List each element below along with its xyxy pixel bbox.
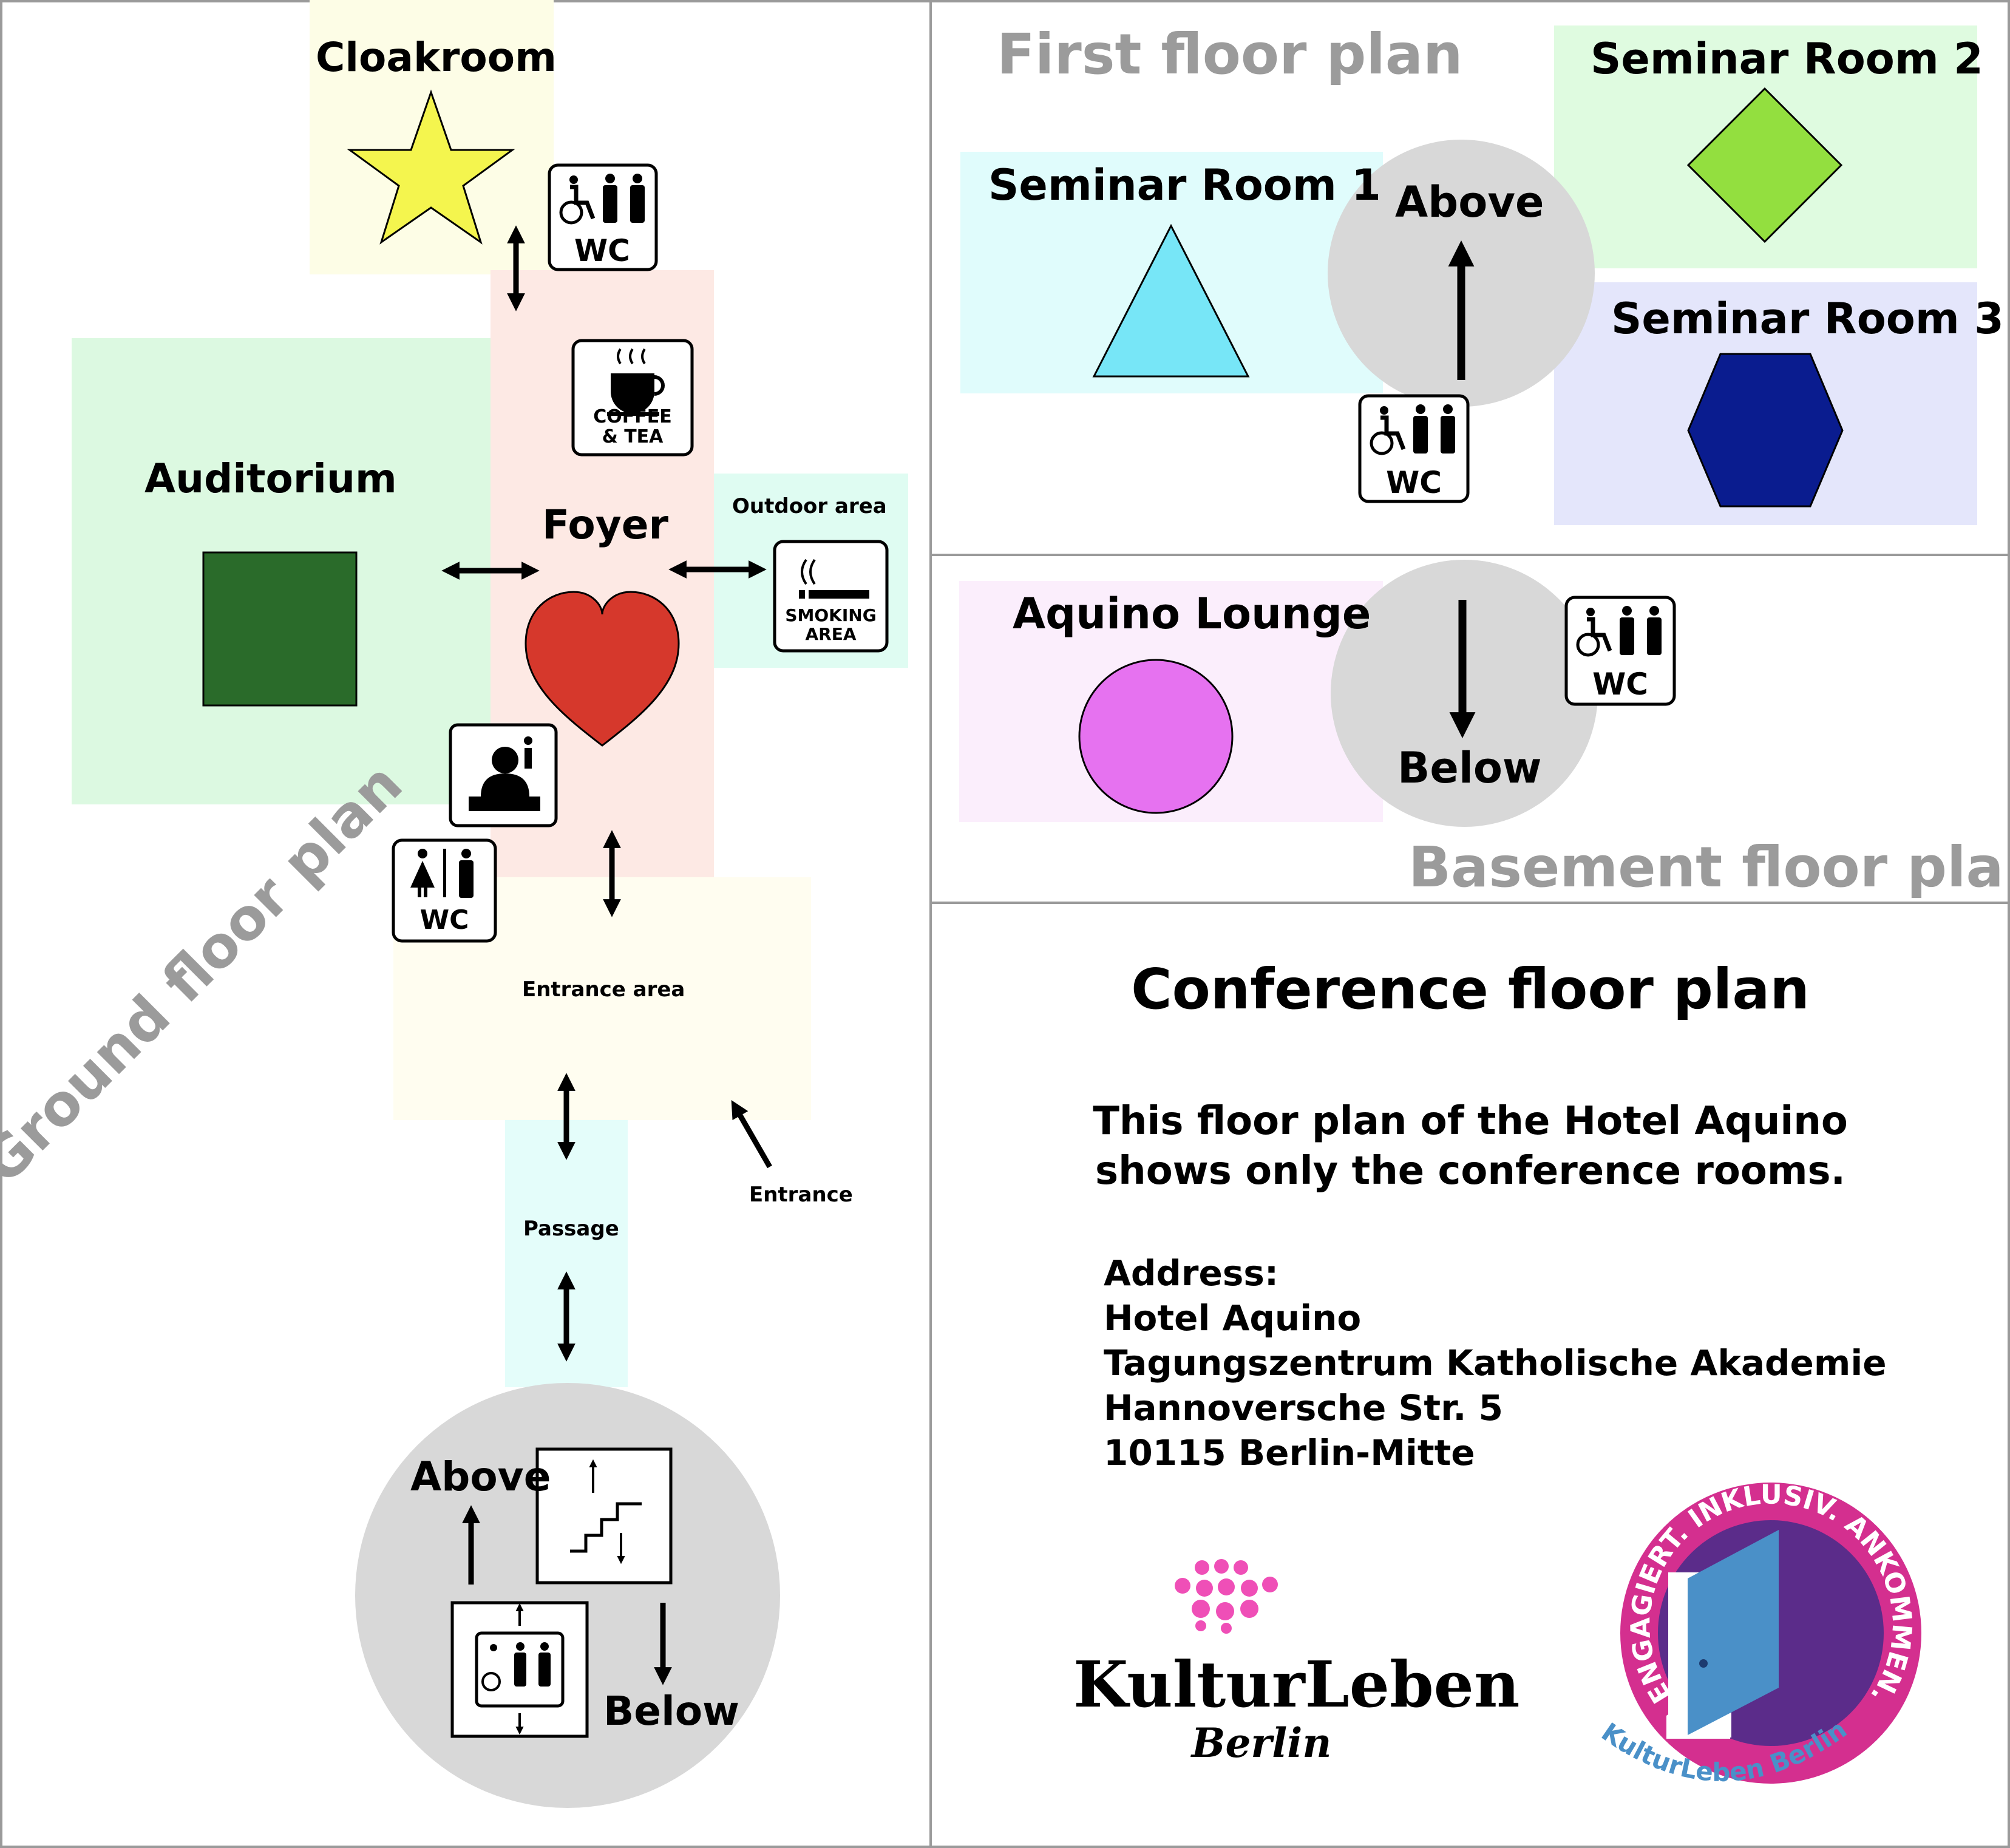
- first-floor-map: [960, 25, 1977, 525]
- entrance-area-label: Entrance area: [522, 977, 685, 1002]
- aquino-lounge-label: Aquino Lounge: [1013, 589, 1371, 639]
- ground-above-label: Above: [410, 1453, 551, 1500]
- ground-below-label: Below: [603, 1688, 740, 1734]
- basement-wc-label: WC: [1592, 667, 1648, 702]
- wc-gender-icon: [392, 838, 497, 943]
- description-line-2: shows only the conference rooms.: [1095, 1149, 1845, 1194]
- ground-floor-map: [72, 0, 908, 1808]
- cloakroom-label: Cloakroom: [316, 34, 557, 81]
- foyer-label: Foyer: [542, 501, 669, 548]
- wc-gender-label: WC: [419, 905, 469, 936]
- coffee-label-line2: & TEA: [602, 426, 664, 447]
- ground-arrows: [441, 225, 772, 1685]
- stairs-icon: [535, 1447, 673, 1585]
- smoking-label-line2: AREA: [805, 624, 857, 644]
- basement-map: [959, 560, 1676, 827]
- smoking-label-line1: SMOKING: [785, 605, 877, 625]
- address-label: Address:: [1104, 1252, 1279, 1294]
- address-hotel: Hotel Aquino: [1104, 1297, 1362, 1339]
- foyer-heart-icon: [525, 591, 680, 747]
- first-floor-heading: First floor plan: [997, 22, 1463, 87]
- wc-label: WC: [574, 233, 630, 268]
- reception-info-icon: [449, 723, 558, 827]
- description-line-1: This floor plan of the Hotel Aquino: [1093, 1099, 1848, 1144]
- entrance-arrow: [731, 1099, 772, 1169]
- address-street: Hannoversche Str. 5: [1104, 1387, 1503, 1428]
- basement-wc-icon: [1564, 596, 1676, 706]
- seminar-room-3-label: Seminar Room 3: [1611, 294, 2004, 344]
- auditorium-square-icon: [202, 551, 358, 707]
- basement-below-label: Below: [1397, 743, 1542, 793]
- vertical-access-circle: [355, 1383, 780, 1808]
- first-floor-wc-icon: [1358, 394, 1470, 503]
- wc-accessible-icon: [548, 163, 658, 271]
- first-floor-wc-label: WC: [1386, 465, 1442, 500]
- seminar-room-2-diamond-icon: [1686, 87, 1843, 243]
- seminar-room-1-label: Seminar Room 1: [988, 160, 1381, 210]
- kulturleben-wordmark: KulturLeben: [1073, 1647, 1520, 1722]
- coffee-tea-icon: [571, 339, 694, 457]
- kulturleben-badge-logo: ENGAGIERT. INKLUSIV. ANKOMMEN. KulturLeb…: [1596, 1479, 1921, 1787]
- conference-title: Conference floor plan: [1131, 957, 1810, 1022]
- cloakroom-star-icon: [347, 89, 515, 245]
- address-city: 10115 Berlin-Mitte: [1104, 1432, 1475, 1473]
- address-organisation: Tagungszentrum Katholische Akademie: [1104, 1342, 1887, 1384]
- coffee-label-line1: COFFEE: [593, 406, 672, 427]
- auditorium-label: Auditorium: [144, 455, 397, 502]
- smoking-area-icon: [773, 540, 889, 653]
- outdoor-area-label: Outdoor area: [732, 494, 887, 518]
- seminar-room-1-triangle-icon: [1092, 223, 1250, 378]
- passage-label: Passage: [523, 1217, 619, 1241]
- aquino-lounge-circle-icon: [1078, 659, 1234, 814]
- elevator-icon: [450, 1601, 589, 1738]
- entrance-label: Entrance: [749, 1183, 853, 1207]
- first-floor-above-label: Above: [1395, 177, 1544, 227]
- kulturleben-wordmark-city: Berlin: [1191, 1719, 1332, 1767]
- seminar-room-2-label: Seminar Room 2: [1591, 34, 1983, 84]
- seminar-room-3-hexagon-icon: [1687, 353, 1844, 508]
- basement-floor-heading: Basement floor plan: [1408, 835, 2010, 900]
- kulturleben-dots-logo: [1175, 1559, 1278, 1634]
